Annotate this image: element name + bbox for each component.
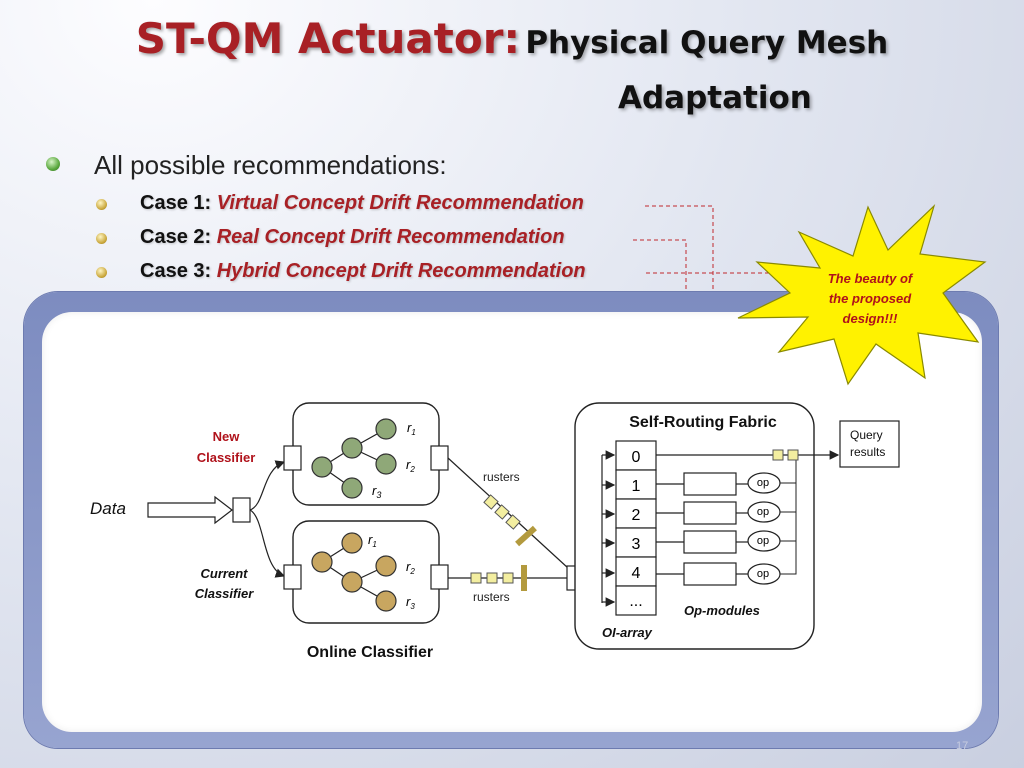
bullet-icon: [46, 157, 60, 171]
tree-node: [375, 453, 397, 475]
case-3: Case 3: Hybrid Concept Drift Recommendat…: [140, 260, 586, 282]
case-1-connector: [645, 205, 714, 292]
op-modules-label: Op-modules: [684, 603, 760, 618]
title-main: ST-QM Actuator:: [135, 14, 521, 63]
oi-cell-4: 4: [632, 565, 641, 582]
callout-line-1: The beauty of: [828, 271, 914, 286]
svg-text:op: op: [757, 535, 769, 547]
case-2: Case 2: Real Concept Drift Recommendatio…: [140, 226, 565, 248]
new-classifier-box: r1 r2 r3: [283, 402, 449, 506]
svg-text:r2: r2: [406, 457, 415, 474]
tree-node: [375, 555, 397, 577]
case-3-text: Hybrid Concept Drift Recommendation: [216, 260, 586, 282]
to-new-classifier-arrow: [249, 460, 286, 511]
query-results-box: [839, 420, 900, 468]
oi-cell-0: 0: [632, 449, 641, 466]
online-classifier-label: Online Classifier: [307, 644, 433, 661]
new-classifier-label-1: New: [213, 429, 241, 444]
tree-node: [341, 532, 363, 554]
op-modules: op op op op: [656, 455, 797, 586]
tree-node: [341, 437, 363, 459]
svg-text:r3: r3: [406, 594, 415, 611]
self-routing-fabric: Self-Routing Fabric 0 1 2 3 4 ... OI-arr…: [574, 402, 840, 650]
case-3-label: Case 3: [140, 260, 205, 282]
svg-text:op: op: [757, 477, 769, 489]
oi-cell-1: 1: [632, 478, 641, 495]
rusters-bottom-label: rusters: [473, 590, 510, 604]
case-2-connector: [633, 239, 687, 292]
svg-text:r1: r1: [368, 532, 377, 549]
data-splitter-box: [232, 497, 251, 523]
query-results-label-1: Query: [850, 428, 883, 442]
rusters-top-label: rusters: [483, 470, 520, 484]
tree-node: [375, 590, 397, 612]
data-arrow: [147, 495, 233, 525]
query-results-label-2: results: [850, 445, 885, 459]
title-sub: Physical Query Mesh: [525, 25, 889, 61]
svg-text:op: op: [757, 568, 769, 580]
case-2-text: Real Concept Drift Recommendation: [216, 226, 565, 248]
oi-array: 0 1 2 3 4 ...: [615, 440, 657, 616]
tree-node: [375, 418, 397, 440]
svg-text:r2: r2: [406, 559, 415, 576]
page-number: 17: [956, 740, 969, 752]
callout-line-2: the proposed: [829, 291, 912, 306]
sub-bullet-icon: [96, 233, 107, 244]
data-label: Data: [90, 499, 126, 518]
callout-line-3: design!!!: [843, 311, 899, 326]
sub-bullet-icon: [96, 267, 107, 278]
case-1: Case 1: Virtual Concept Drift Recommenda…: [140, 192, 584, 214]
title-sub-line2: Adaptation: [618, 80, 812, 116]
oi-cell-2: 2: [632, 507, 641, 524]
starburst-callout: [737, 204, 987, 386]
current-classifier-box: r1 r2 r3: [283, 520, 449, 624]
tree-node: [311, 551, 333, 573]
dashed-connectors: [633, 205, 770, 292]
fabric-title: Self-Routing Fabric: [629, 414, 777, 431]
rusters-bottom-tuples: [470, 565, 527, 591]
current-classifier-label-2: Classifier: [195, 586, 254, 601]
current-classifier-label-1: Current: [201, 566, 249, 581]
new-classifier-label-2: Classifier: [197, 450, 256, 465]
svg-text:r3: r3: [372, 483, 381, 500]
oi-array-label: OI-array: [602, 625, 653, 640]
sub-bullet-icon: [96, 199, 107, 210]
tree-node: [311, 456, 333, 478]
oi-cell-more: ...: [629, 593, 642, 610]
to-current-classifier-arrow: [249, 509, 286, 578]
oi-cell-3: 3: [632, 536, 641, 553]
svg-text:r1: r1: [407, 420, 416, 437]
rusters-top-tuples: [483, 494, 537, 547]
case-1-text: Virtual Concept Drift Recommendation: [216, 192, 584, 214]
tree-node: [341, 477, 363, 499]
tree-node: [341, 571, 363, 593]
slide-title: ST-QM Actuator: Physical Query Mesh: [0, 14, 1024, 63]
bullet-heading: All possible recommendations:: [94, 150, 447, 180]
case-1-label: Case 1: [140, 192, 205, 214]
case-2-label: Case 2: [140, 226, 205, 248]
svg-text:op: op: [757, 506, 769, 518]
